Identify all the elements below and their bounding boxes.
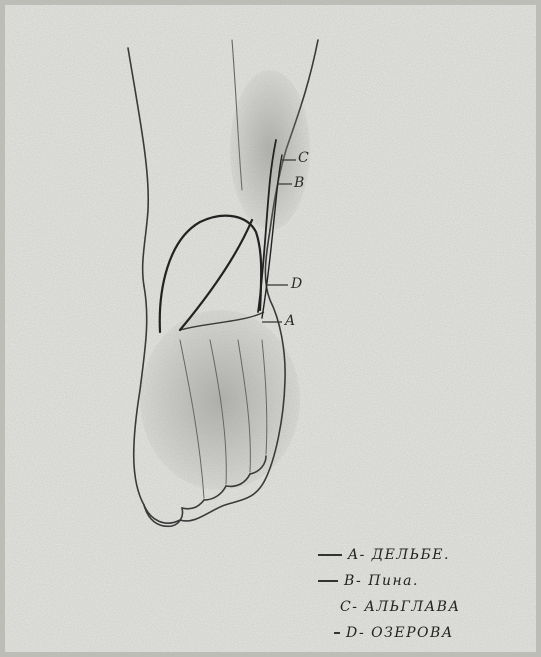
legend-item-a: A- ДЕЛЬБЕ. — [318, 542, 518, 568]
legend: A- ДЕЛЬБЕ. B- Пинa. C- АЛЬГЛАВА D- ОЗЕРО… — [318, 542, 518, 646]
legend-line-b — [318, 580, 338, 582]
callout-a: A — [285, 314, 295, 328]
legend-label-c: C- АЛЬГЛАВА — [340, 599, 461, 615]
legend-item-b: B- Пинa. — [318, 568, 518, 594]
legend-item-d: D- ОЗЕРОВА — [318, 620, 518, 646]
callout-c: C — [298, 151, 309, 165]
legend-line-d — [334, 632, 340, 634]
legend-line-a — [318, 554, 342, 556]
legend-item-c: C- АЛЬГЛАВА — [318, 594, 518, 620]
callout-d: D — [291, 277, 302, 291]
callout-b: B — [294, 176, 304, 190]
legend-label-a: A- ДЕЛЬБЕ. — [348, 547, 450, 563]
legend-label-d: D- ОЗЕРОВА — [346, 625, 454, 641]
legend-label-b: B- Пинa. — [344, 573, 419, 589]
